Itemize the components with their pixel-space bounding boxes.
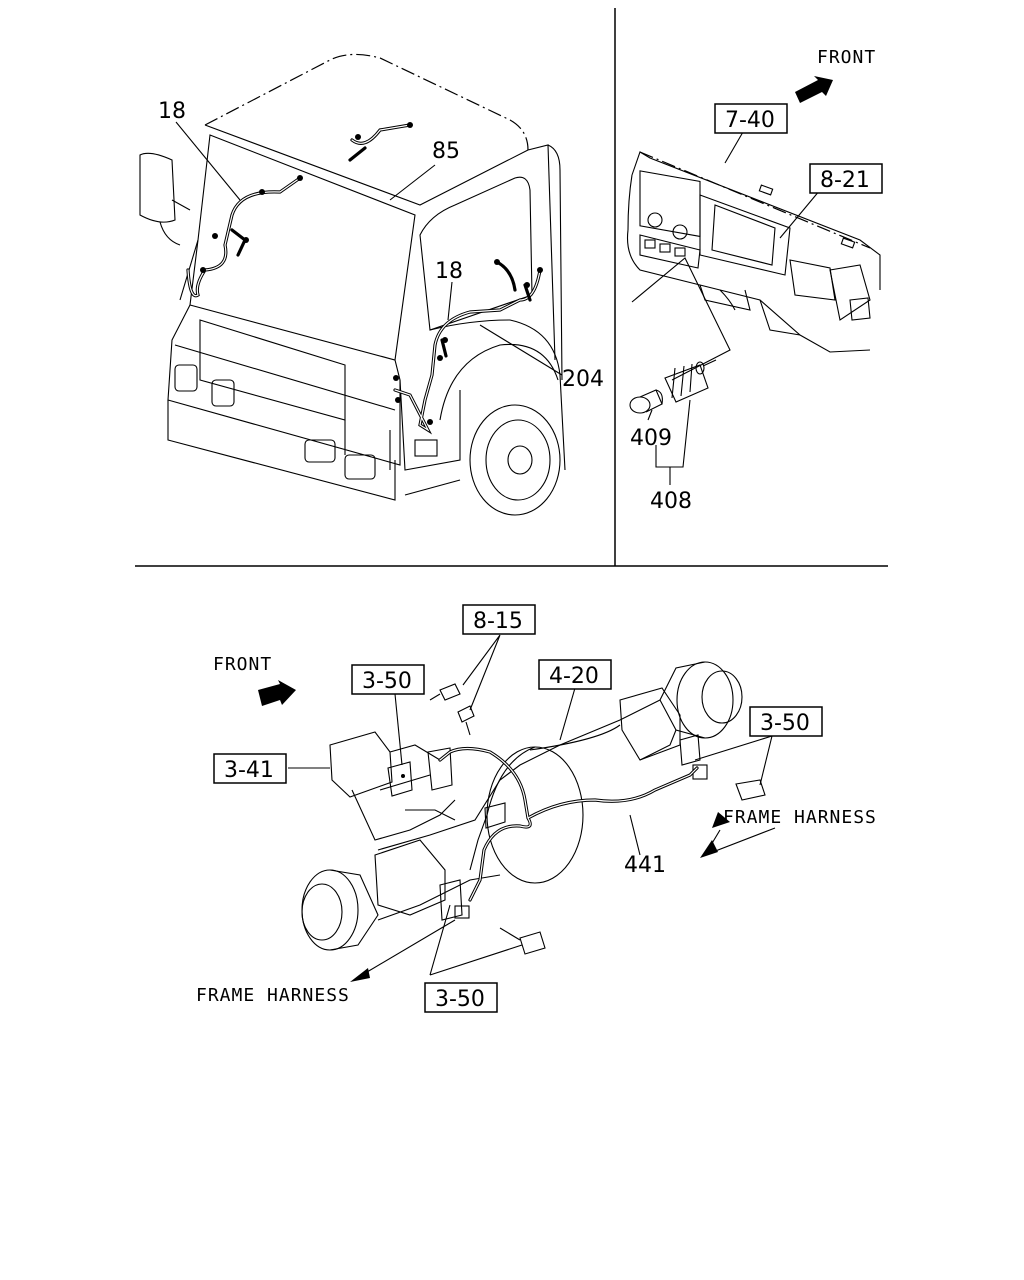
axle-illustration [258,634,776,982]
callout-18-right: 18 [435,259,463,284]
ref-3-50-bottom: 3-50 [435,987,485,1012]
ref-box-3-50-bottom [424,982,498,1013]
ref-box-8-21 [809,163,883,194]
callout-204: 204 [562,367,604,392]
ref-box-7-40 [714,103,788,134]
ref-7-40: 7-40 [725,108,775,133]
front-arrow-bottom-icon [258,680,296,706]
callout-409: 409 [630,426,672,451]
ref-4-20: 4-20 [549,664,599,689]
frame-harness-left: FRAME HARNESS [196,985,350,1006]
dashboard-illustration [626,76,881,485]
cab-illustration [139,53,566,516]
callout-18-left: 18 [158,99,186,124]
callout-408: 408 [650,489,692,514]
front-label-top: FRONT [817,47,876,68]
ref-3-50-right: 3-50 [760,711,810,736]
ref-box-3-50-top [351,664,425,695]
ref-box-8-15 [462,604,536,635]
ref-box-3-50-right [749,706,823,737]
callout-85: 85 [432,139,460,164]
ref-3-41: 3-41 [224,758,274,783]
ref-3-50-top: 3-50 [362,669,412,694]
ref-8-15: 8-15 [473,609,523,634]
front-arrow-icon [795,76,833,103]
ref-8-21: 8-21 [820,168,870,193]
callout-441: 441 [624,853,666,878]
frame-harness-right: FRAME HARNESS [723,807,877,828]
front-label-bottom: FRONT [213,654,272,675]
ref-box-3-41 [213,753,287,784]
ref-box-4-20 [538,659,612,690]
